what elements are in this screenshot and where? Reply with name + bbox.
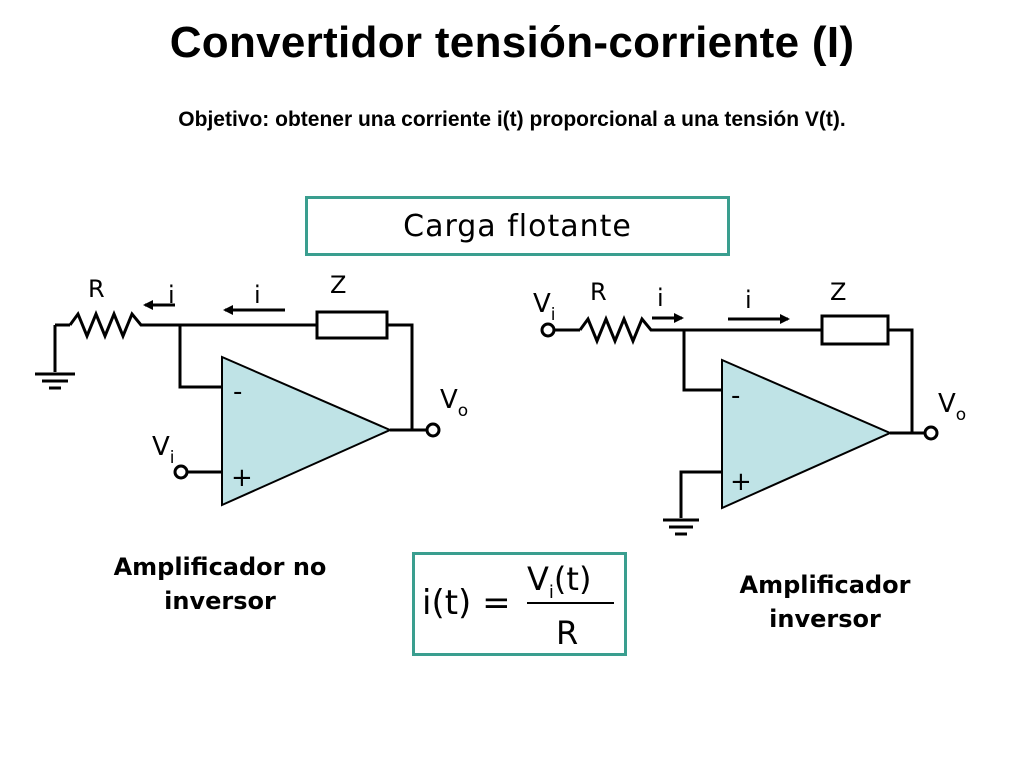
formula: i(t) = Vi(t) R [422, 560, 614, 652]
right-minus-sign: - [731, 381, 740, 411]
left-load-label: Z [330, 271, 346, 299]
left-output-terminal [425, 422, 441, 438]
left-vin-label: Vi [152, 432, 175, 468]
left-vout-label: Vo [440, 385, 468, 421]
left-caption-line2: inversor [164, 587, 276, 615]
formula-lhs: i(t) = [422, 583, 511, 623]
formula-numerator: Vi(t) [527, 560, 591, 603]
right-current-label-2: i [745, 286, 752, 314]
right-resistor [578, 315, 660, 345]
right-ground-symbol [663, 518, 699, 536]
right-vin-label: Vi [533, 289, 556, 325]
right-caption-line1: Amplificador [739, 571, 911, 599]
right-load-label: Z [830, 278, 846, 306]
right-current-label-1: i [657, 284, 664, 312]
formula-denominator: R [556, 614, 578, 652]
left-resistor-label: R [88, 275, 105, 303]
left-opamp [221, 355, 393, 507]
left-ground-symbol [35, 325, 75, 390]
left-resistor [68, 310, 150, 340]
right-input-terminal [540, 322, 556, 338]
right-resistor-label: R [590, 278, 607, 306]
right-opamp [721, 358, 893, 510]
right-circuit [554, 314, 925, 536]
left-load-impedance [315, 310, 389, 340]
slide-title: Convertidor tensión-corriente (I) [169, 18, 855, 67]
left-caption-line1: Amplificador no [113, 553, 327, 581]
right-output-terminal [923, 425, 939, 441]
right-vout-label: Vo [938, 389, 966, 425]
left-current-label-2: i [254, 281, 261, 309]
right-caption: Amplificador inversor [670, 568, 980, 636]
floating-load-label: Carga flotante [305, 196, 730, 256]
left-circuit [35, 310, 427, 474]
left-current-label-1: i [168, 281, 175, 309]
left-caption: Amplificador no inversor [60, 550, 380, 618]
right-load-impedance [820, 314, 890, 346]
left-minus-sign: - [233, 377, 242, 407]
right-caption-line2: inversor [769, 605, 881, 633]
formula-box [412, 552, 627, 656]
right-plus-sign: + [730, 467, 752, 497]
slide-subtitle: Objetivo: obtener una corriente i(t) pro… [178, 108, 846, 131]
left-plus-sign: + [231, 463, 253, 493]
left-input-terminal [173, 464, 189, 480]
